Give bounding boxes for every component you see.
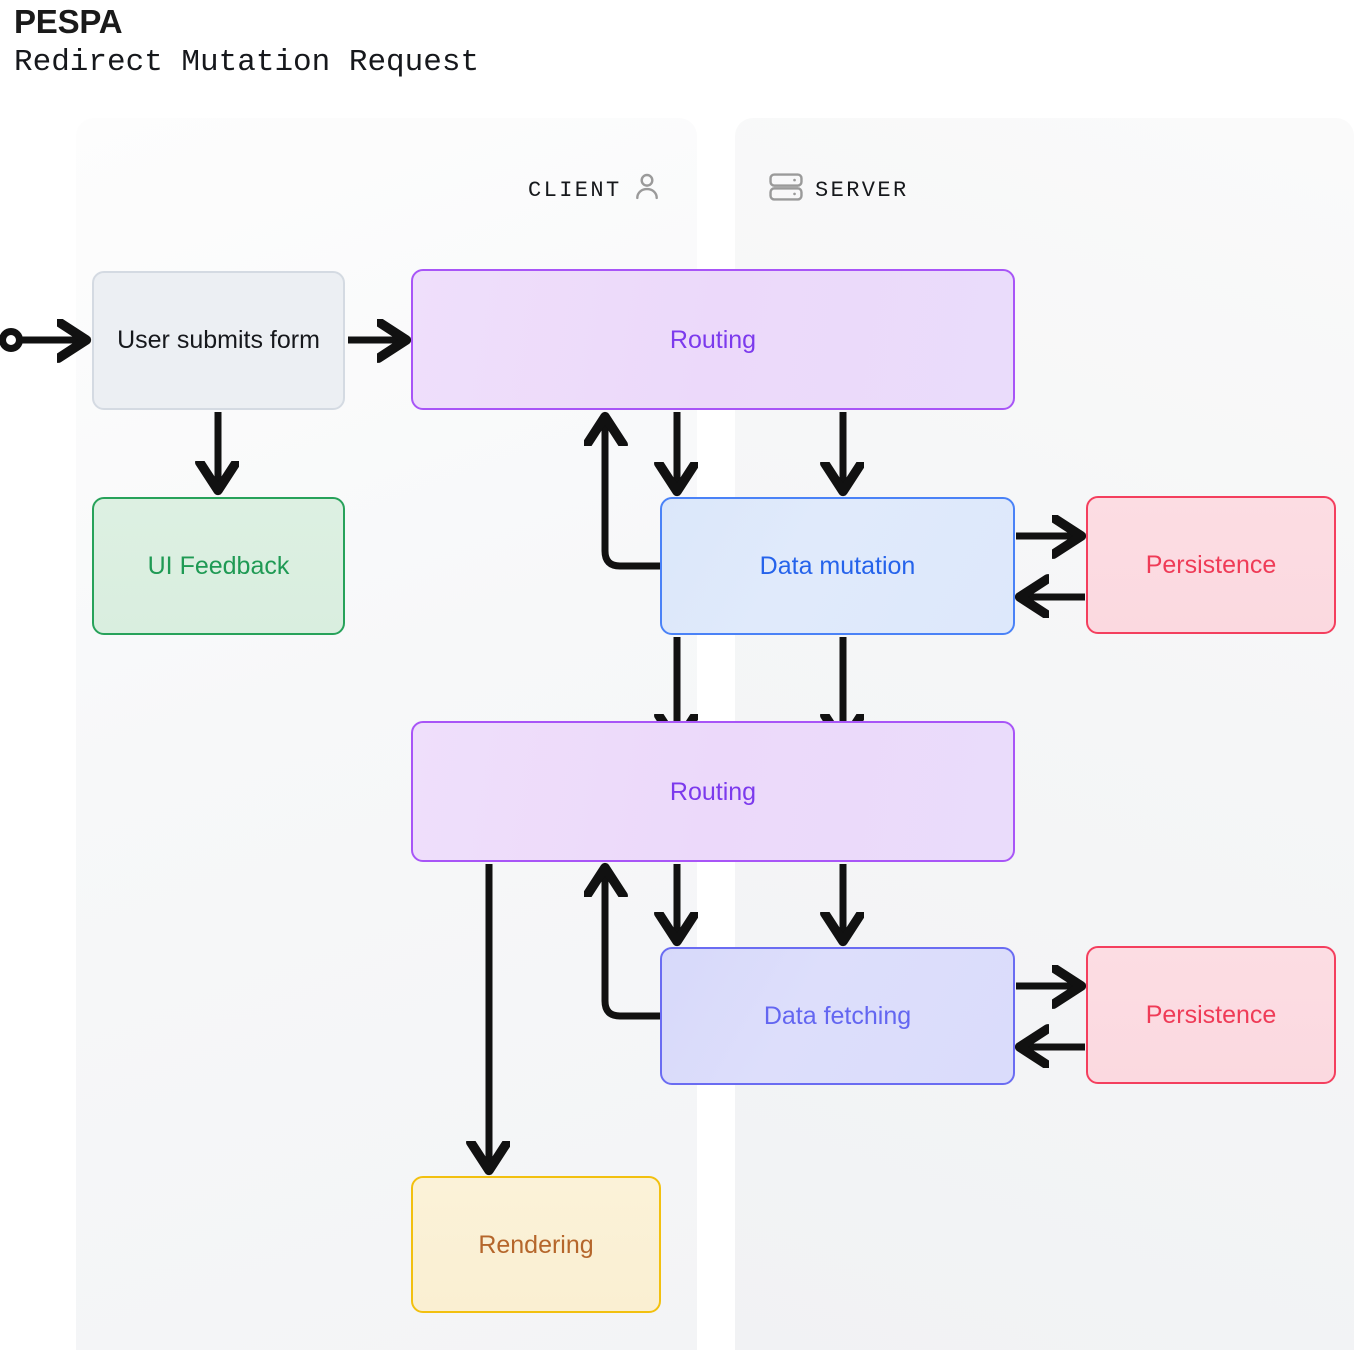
client-lane-label-text: CLIENT [528, 178, 622, 203]
node-label: Data mutation [759, 552, 916, 580]
node-label: Persistence [1145, 1001, 1277, 1029]
person-icon [633, 172, 661, 209]
server-icon [768, 172, 804, 209]
node-user-submits-form[interactable]: User submits form [92, 271, 345, 410]
diagram-header: PESPA Redirect Mutation Request [14, 2, 479, 84]
node-label: Routing [669, 777, 757, 806]
node-label: User submits form [117, 326, 320, 354]
node-routing-2[interactable]: Routing [411, 721, 1015, 862]
node-label: Data fetching [763, 1002, 912, 1030]
node-label: Rendering [478, 1230, 594, 1259]
node-label: UI Feedback [147, 552, 290, 580]
client-lane-label: CLIENT [528, 172, 661, 209]
node-persistence-2[interactable]: Persistence [1086, 946, 1336, 1084]
edge-start-to-user-submits-form [0, 332, 79, 349]
node-ui-feedback[interactable]: UI Feedback [92, 497, 345, 635]
node-data-fetching[interactable]: Data fetching [660, 947, 1015, 1085]
page-subtitle: Redirect Mutation Request [14, 45, 480, 80]
node-routing-1[interactable]: Routing [411, 269, 1015, 410]
node-label: Routing [669, 325, 757, 354]
node-label: Persistence [1145, 551, 1277, 579]
page-title: PESPA [14, 3, 123, 40]
node-rendering[interactable]: Rendering [411, 1176, 661, 1313]
server-lane-label-text: SERVER [815, 178, 909, 203]
server-lane-label: SERVER [768, 172, 909, 209]
node-persistence-1[interactable]: Persistence [1086, 496, 1336, 634]
node-data-mutation[interactable]: Data mutation [660, 497, 1015, 635]
